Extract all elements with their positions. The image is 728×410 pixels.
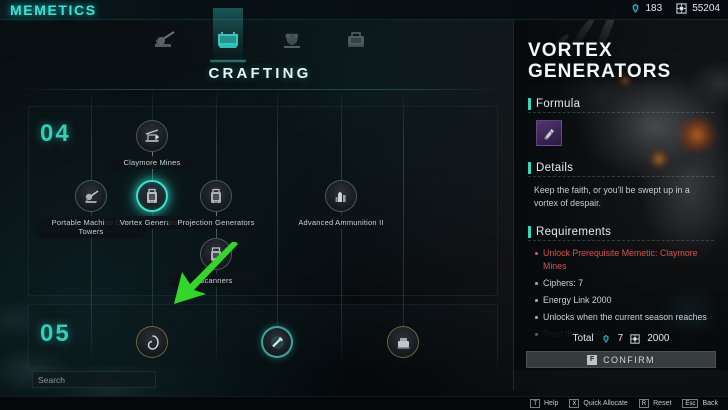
resource-energy-link: 55204 xyxy=(676,3,720,14)
requirement-item: Energy Link 2000 xyxy=(534,294,714,307)
hint-help[interactable]: T Help xyxy=(530,399,558,408)
tech-tree: 04 05 Claymore Mines xyxy=(0,92,520,366)
confirm-key-hint: F xyxy=(587,354,598,365)
energy-link-icon xyxy=(676,3,687,14)
cipher-count: 183 xyxy=(645,3,663,14)
search-icon[interactable] xyxy=(149,375,150,385)
footer-hint-bar: T Help X Quick Allocate R Reset Esc Back xyxy=(0,396,728,410)
details-text: Keep the faith, or you'll be swept up in… xyxy=(534,185,690,208)
hint-back[interactable]: Esc Back xyxy=(682,399,718,408)
vehicle-icon xyxy=(348,32,364,47)
category-tab-crafting[interactable] xyxy=(209,24,247,54)
details-label: Details xyxy=(536,162,574,174)
node-label: Projection Generators xyxy=(168,216,264,229)
hint-key: R xyxy=(638,399,650,408)
category-tab-weapons[interactable] xyxy=(145,24,183,54)
formula-item-slot[interactable] xyxy=(536,120,562,146)
section-header: CRAFTING xyxy=(0,60,520,90)
hint-reset[interactable]: R Reset xyxy=(638,399,672,408)
tree-column-line xyxy=(277,92,278,362)
node-label: Advanced Ammunition II xyxy=(293,216,389,229)
total-row: Total 7 2000 xyxy=(514,333,728,344)
hint-label: Help xyxy=(544,400,559,407)
confirm-label: CONFIRM xyxy=(603,354,655,365)
requirement-item: Unlock Prerequisite Memetic: Claymore Mi… xyxy=(534,247,714,273)
hint-label: Reset xyxy=(653,400,672,407)
mine-icon xyxy=(145,129,159,142)
crafting-bench-icon xyxy=(218,32,238,48)
node-icon-wrapper xyxy=(261,326,293,358)
tier-number-04: 04 xyxy=(40,120,71,147)
hint-key: X xyxy=(569,399,580,408)
total-energy: 2000 xyxy=(647,333,670,344)
section-accent-bar xyxy=(528,226,531,238)
hint-key: Esc xyxy=(682,399,699,408)
section-accent-bar xyxy=(528,162,531,174)
machine-icon xyxy=(397,337,409,349)
canister-item-icon xyxy=(543,128,554,140)
page-title: MEMETICS xyxy=(10,1,97,18)
requirements-label: Requirements xyxy=(536,226,612,238)
tree-column-line xyxy=(403,92,404,362)
details-header: Details xyxy=(528,162,714,174)
category-tab-base[interactable] xyxy=(273,24,311,54)
blade-icon xyxy=(270,335,284,349)
search-input[interactable] xyxy=(38,374,149,385)
node-icon-wrapper xyxy=(136,180,168,212)
turret-icon xyxy=(155,31,175,47)
node-icon-wrapper xyxy=(387,326,419,358)
hint-key: T xyxy=(530,399,540,408)
requirements-header: Requirements xyxy=(528,226,714,238)
hint-label: Back xyxy=(702,400,718,407)
creature-artwork xyxy=(513,0,728,370)
confirm-button[interactable]: F CONFIRM xyxy=(526,351,716,368)
generator-icon xyxy=(211,188,221,203)
base-structure-icon xyxy=(284,33,300,48)
search-box[interactable] xyxy=(32,371,156,388)
section-title: CRAFTING xyxy=(208,64,312,82)
node-icon-wrapper xyxy=(136,120,168,152)
category-tab-bar xyxy=(0,20,520,58)
resource-ciphers: 183 xyxy=(630,3,663,14)
requirement-item: Unlocks when the current season reaches xyxy=(534,311,714,324)
node-icon-wrapper xyxy=(75,180,107,212)
energy-link-icon xyxy=(630,333,640,344)
tier-number-05: 05 xyxy=(40,320,71,347)
node-icon-wrapper xyxy=(325,180,357,212)
generator-icon xyxy=(147,188,157,203)
category-tab-vehicles[interactable] xyxy=(337,24,375,54)
requirements-section: Requirements Unlock Prerequisite Memetic… xyxy=(528,226,714,341)
cipher-icon xyxy=(603,334,609,343)
detail-title: VORTEX GENERATORS xyxy=(528,40,672,82)
total-label: Total xyxy=(572,333,594,344)
resource-counters: 183 55204 xyxy=(630,3,720,14)
hint-label: Quick Allocate xyxy=(583,400,628,407)
ammo-icon xyxy=(335,191,346,202)
turret-icon xyxy=(85,190,99,203)
node-icon-wrapper xyxy=(200,180,232,212)
formula-header: Formula xyxy=(528,98,714,110)
detail-panel: VORTEX GENERATORS Formula Details Keep t… xyxy=(513,20,728,390)
hint-quick-allocate[interactable]: X Quick Allocate xyxy=(569,399,628,408)
requirements-list: Unlock Prerequisite Memetic: Claymore Mi… xyxy=(534,247,714,341)
tier-panel-04 xyxy=(28,106,498,296)
node-label: Claymore Mines xyxy=(104,156,200,169)
formula-section: Formula xyxy=(528,98,714,146)
details-section: Details Keep the faith, or you'll be swe… xyxy=(528,162,714,210)
coil-icon xyxy=(147,334,159,350)
section-accent-bar xyxy=(528,98,531,110)
energy-link-count: 55204 xyxy=(692,3,720,14)
total-ciphers: 7 xyxy=(617,333,624,344)
node-icon-wrapper xyxy=(136,326,168,358)
top-bar: MEMETICS 183 55204 xyxy=(0,0,728,20)
annotation-arrow xyxy=(174,242,238,304)
cipher-icon xyxy=(632,3,638,14)
requirement-item: Ciphers: 7 xyxy=(534,277,714,290)
formula-label: Formula xyxy=(536,98,581,110)
